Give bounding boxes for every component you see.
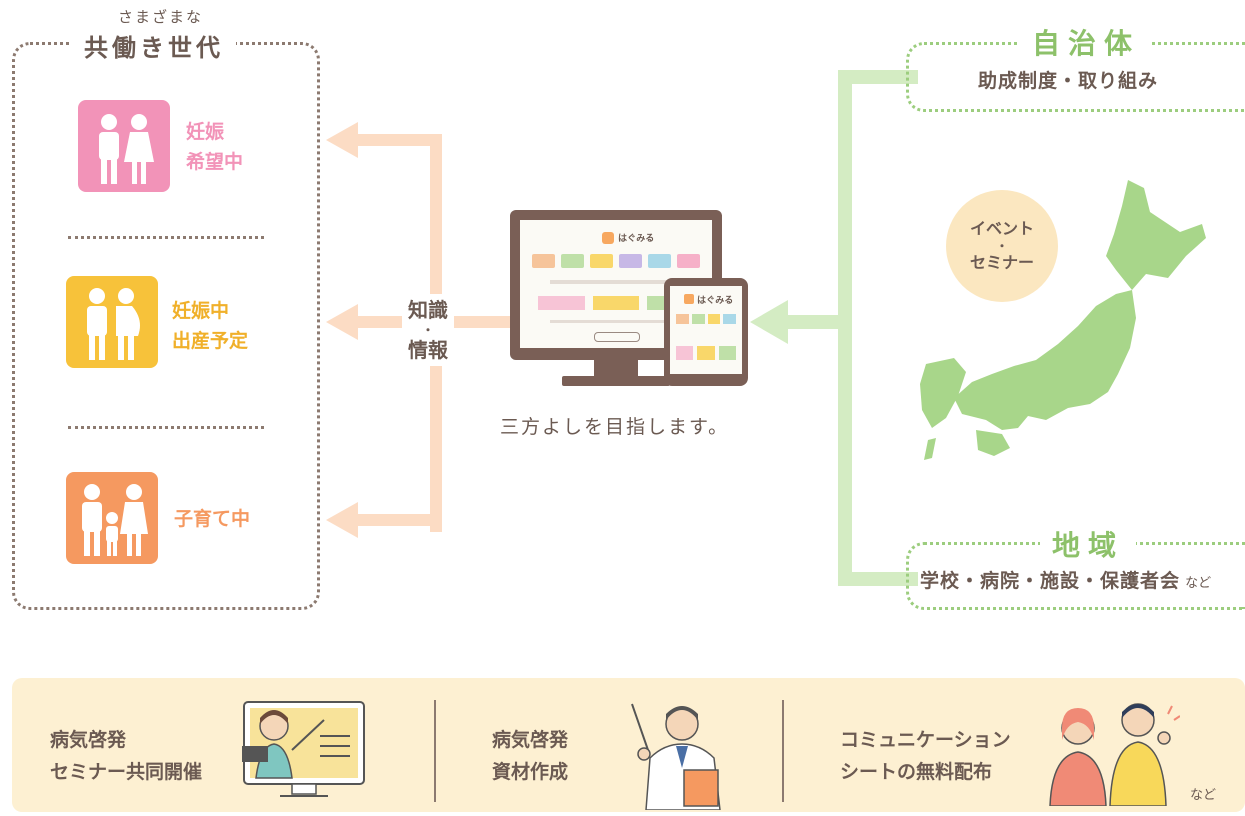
support-arrows (750, 70, 918, 586)
doctor-illustration (631, 703, 721, 810)
monitor-neck (594, 360, 638, 378)
initiative-sheet-text: コミュニケーション シートの無料配布 (840, 729, 1011, 783)
tablet-screen: はぐみる (670, 286, 742, 374)
municipality-title: 自治体 (1020, 22, 1153, 62)
screen-illustration-strip (532, 254, 700, 268)
app-logo-icon (602, 232, 614, 244)
municipality-subtitle: 助成制度・取り組み (978, 70, 1159, 92)
app-logo-icon (684, 294, 694, 304)
family-icon (66, 472, 158, 564)
initiative-seminar-text: 病気啓発 セミナー共同開催 (50, 729, 203, 783)
panel-suffix: など (1190, 788, 1217, 803)
community-subtitle: 学校・病院・施設・保護者会 (920, 570, 1181, 592)
panel-divider (782, 700, 784, 802)
group-label-hoping: 妊娠 希望中 (186, 121, 244, 173)
community-subtitle-row: 学校・病院・施設・保護者会 など (920, 566, 1211, 593)
group-subtitle: さまざまな (118, 8, 204, 26)
info-arrows (326, 122, 520, 538)
app-name: はぐみる (618, 234, 655, 244)
presenter-illustration (242, 701, 365, 797)
group-title: 共働き世代 (72, 28, 236, 63)
japan-map-icon (920, 180, 1206, 460)
divider (68, 236, 264, 239)
community-title: 地域 (1040, 524, 1137, 564)
center-caption: 三方よしを目指します。 (500, 416, 730, 438)
couple-illustration (1049, 703, 1180, 806)
initiatives-panel (12, 678, 1245, 812)
panel-divider (434, 700, 436, 802)
couple-icon (78, 100, 170, 192)
event-seminar-badge: イベント ・ セミナー (946, 190, 1058, 302)
group-label-expecting: 妊娠中 出産予定 (172, 300, 249, 352)
knowledge-info-label: 知識 ・ 情報 (402, 294, 454, 366)
tablet-device: はぐみる (664, 278, 748, 386)
pregnant-couple-icon (66, 276, 158, 368)
monitor-stand (562, 376, 670, 386)
divider (68, 426, 264, 429)
initiative-materials-text: 病気啓発 資材作成 (492, 729, 569, 783)
group-label-raising: 子育て中 (174, 508, 251, 530)
community-suffix: など (1185, 576, 1212, 591)
